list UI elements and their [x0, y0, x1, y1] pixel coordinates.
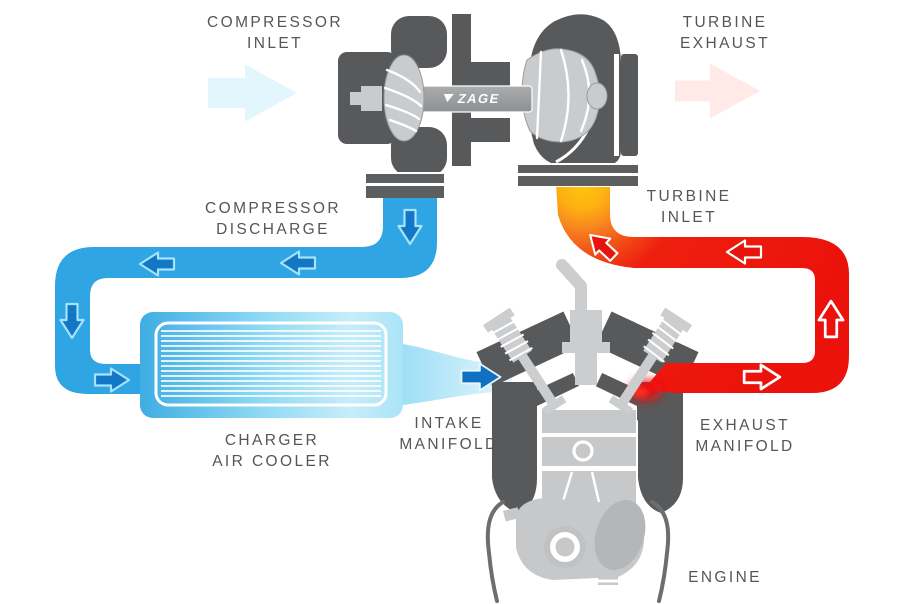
label-charger-air-cooler: CHARGER AIR COOLER — [212, 432, 332, 470]
bearing-block-top — [470, 62, 510, 86]
turbocharger-graphic: ZAGE — [338, 14, 640, 198]
valvetrain — [482, 259, 693, 416]
turbine-exhaust-arrow — [675, 63, 760, 119]
label-compressor-inlet: COMPRESSOR INLET — [207, 14, 343, 52]
cylinder-wall-right — [638, 382, 683, 513]
intercooler-body — [140, 312, 403, 418]
intercooler-fins — [161, 330, 381, 397]
intercooler-graphic — [140, 312, 512, 418]
compressor-discharge-flange — [364, 172, 446, 198]
turbine-outlet-flange — [621, 54, 638, 156]
piston-assembly — [542, 410, 636, 512]
intercooler-outlet-taper — [403, 344, 512, 405]
cylinder-wall-left — [492, 382, 537, 513]
discharge-down-arrow — [397, 208, 423, 246]
exhaust-up-arrow — [817, 299, 845, 339]
label-intake-manifold: INTAKE MANIFOLD — [399, 415, 499, 453]
label-turbine-inlet: TURBINE INLET — [646, 188, 732, 226]
compressor-wheel — [383, 54, 425, 142]
turbine-inlet-flange — [516, 163, 640, 187]
discharge-left-arrow-2 — [138, 251, 176, 277]
flow-arrows — [59, 63, 845, 393]
turbine-wheel — [521, 48, 608, 143]
cooler-inlet-down-arrow — [59, 302, 85, 340]
shaft-logo: ZAGE — [456, 91, 501, 106]
exhaust-right-arrow — [742, 363, 782, 391]
intercooler-core-frame — [154, 321, 388, 407]
compressor-discharge-pipe — [55, 193, 437, 394]
compressor-inlet-arrow — [208, 64, 297, 122]
spark-plug — [556, 259, 610, 385]
turbine-feed-left-arrow — [725, 239, 763, 265]
exhaust-valve — [608, 307, 693, 416]
label-compressor-discharge: COMPRESSOR DISCHARGE — [205, 200, 341, 238]
crankshaft-assembly — [502, 498, 646, 604]
intake-right-arrow — [460, 362, 502, 392]
turbine-entry-arrow — [589, 233, 619, 262]
bearing-block-bottom — [470, 118, 510, 142]
label-turbine-exhaust: TURBINE EXHAUST — [679, 14, 771, 52]
cooler-inlet-right-arrow — [93, 367, 131, 393]
label-engine: ENGINE — [688, 569, 762, 586]
turbo-shaft: ZAGE — [415, 85, 533, 113]
crankcase-outline — [485, 500, 671, 603]
discharge-left-arrow-1 — [279, 250, 317, 276]
label-exhaust-manifold: EXHAUST MANIFOLD — [695, 417, 795, 455]
intake-valve — [482, 307, 567, 416]
